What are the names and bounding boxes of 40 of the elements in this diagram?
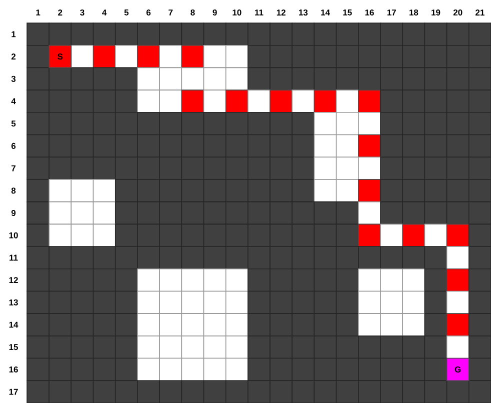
column-number: 2 xyxy=(58,10,62,16)
row-number: 9 xyxy=(11,210,16,216)
row-number: 15 xyxy=(9,344,18,350)
goal-cell: G xyxy=(446,358,470,382)
column-number: 9 xyxy=(212,10,217,16)
column-number: 21 xyxy=(476,10,484,16)
column-number: 11 xyxy=(255,10,264,16)
column-number: 16 xyxy=(365,10,374,16)
row-number: 6 xyxy=(11,142,16,149)
column-number: 12 xyxy=(276,10,286,16)
start-cell: S xyxy=(48,44,72,68)
row-number: 10 xyxy=(9,232,18,238)
column-number: 8 xyxy=(190,10,195,16)
column-number: 10 xyxy=(232,10,242,16)
column-number: 7 xyxy=(168,10,173,16)
row-number: 4 xyxy=(11,98,16,104)
column-number: 14 xyxy=(321,10,330,16)
row-number: 5 xyxy=(11,120,16,127)
column-number: 13 xyxy=(299,9,308,16)
column-number: 20 xyxy=(453,10,462,16)
column-number: 19 xyxy=(432,10,440,16)
column-number: 18 xyxy=(409,10,418,16)
column-number: 6 xyxy=(146,10,151,16)
column-number: 5 xyxy=(124,10,129,16)
row-number: 1 xyxy=(12,31,16,38)
row-number: 12 xyxy=(9,277,18,284)
row-number: 11 xyxy=(10,254,18,261)
row-number: 16 xyxy=(9,366,18,372)
row-number: 13 xyxy=(9,299,18,306)
column-number: 15 xyxy=(343,10,352,16)
row-number: 17 xyxy=(9,388,18,395)
row-number: 2 xyxy=(11,54,16,60)
row-number: 7 xyxy=(12,165,16,172)
row-number: 8 xyxy=(11,188,16,194)
column-number: 3 xyxy=(80,9,84,16)
column-number: 17 xyxy=(387,10,396,16)
row-number: 3 xyxy=(11,76,16,82)
row-number: 14 xyxy=(9,322,18,328)
column-number: 1 xyxy=(36,10,40,16)
column-number: 4 xyxy=(102,10,107,16)
